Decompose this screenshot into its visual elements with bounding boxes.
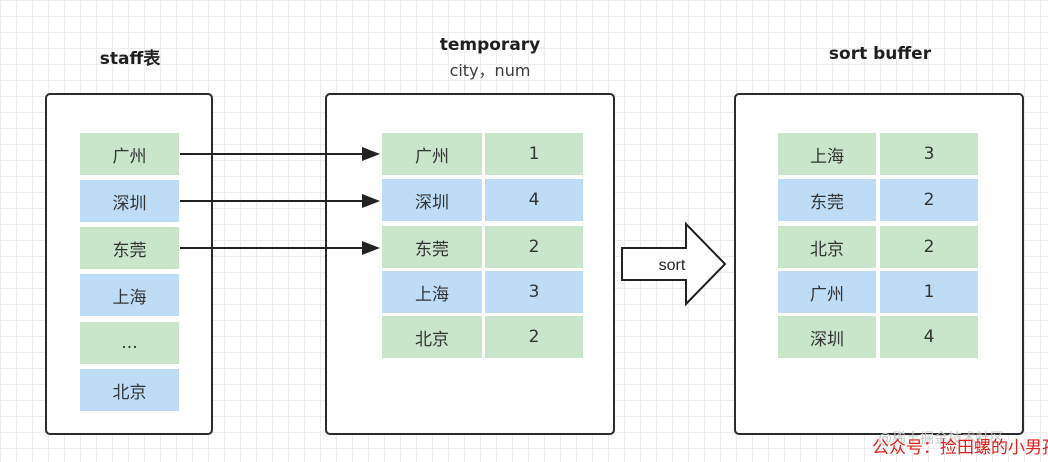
temporary-city-cell: 东莞 bbox=[382, 226, 482, 268]
watermark: @稀土掘金技术社区 公众号：捡田螺的小男孩 bbox=[872, 428, 1048, 458]
temporary-num-cell: 2 bbox=[485, 226, 583, 268]
staff-row: ... bbox=[80, 322, 179, 364]
watermark-back-text: @稀土掘金技术社区 bbox=[878, 431, 1004, 447]
temporary-num-cell: 4 bbox=[485, 179, 583, 221]
sort-buffer-city-cell: 北京 bbox=[778, 226, 876, 268]
sort-buffer-city-cell: 广州 bbox=[778, 271, 876, 313]
sort-buffer-num-cell: 2 bbox=[880, 226, 978, 268]
sort-buffer-title: sort buffer bbox=[828, 44, 932, 64]
temporary-num-cell: 2 bbox=[485, 316, 583, 358]
staff-row: 深圳 bbox=[80, 180, 179, 222]
sort-arrow-shape bbox=[621, 221, 727, 307]
temporary-num-cell: 1 bbox=[485, 133, 583, 175]
temporary-city-cell: 北京 bbox=[382, 316, 482, 358]
staff-row: 上海 bbox=[80, 274, 179, 316]
sort-buffer-city-cell: 东莞 bbox=[778, 179, 876, 221]
sort-buffer-num-cell: 2 bbox=[880, 179, 978, 221]
watermark-front-text: 公众号：捡田螺的小男孩 bbox=[872, 438, 1048, 458]
sort-buffer-num-cell: 1 bbox=[880, 271, 978, 313]
temporary-table-title: temporary bbox=[439, 35, 541, 55]
staff-row: 东莞 bbox=[80, 227, 179, 269]
mapping-arrow bbox=[180, 147, 380, 161]
sort-arrow-label: sort bbox=[659, 257, 686, 274]
temporary-city-cell: 广州 bbox=[382, 133, 482, 175]
staff-row: 广州 bbox=[80, 133, 179, 175]
sort-buffer-city-cell: 上海 bbox=[778, 133, 876, 175]
sort-buffer-city-cell: 深圳 bbox=[778, 316, 876, 358]
staff-table-title: staff表 bbox=[99, 49, 161, 69]
temporary-city-cell: 上海 bbox=[382, 271, 482, 313]
staff-row: 北京 bbox=[80, 369, 179, 411]
sort-buffer-num-cell: 4 bbox=[880, 316, 978, 358]
temporary-columns-subtitle: city，num bbox=[449, 61, 531, 80]
sort-buffer-num-cell: 3 bbox=[880, 133, 978, 175]
temporary-city-cell: 深圳 bbox=[382, 179, 482, 221]
mapping-arrow bbox=[180, 194, 380, 208]
mapping-arrow bbox=[180, 241, 380, 255]
temporary-num-cell: 3 bbox=[485, 271, 583, 313]
